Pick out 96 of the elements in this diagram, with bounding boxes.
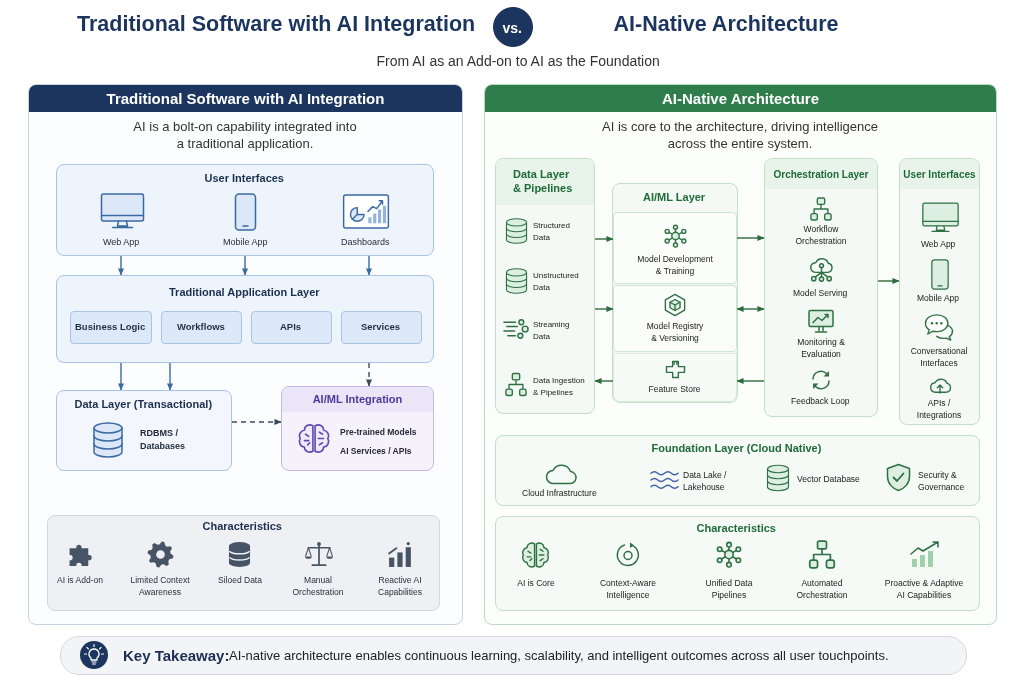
layer-title: AI/ML Layer [643, 190, 707, 205]
arrow [594, 235, 614, 243]
item-label: Pre-trained Models [340, 427, 418, 439]
takeaway-bar [60, 636, 967, 675]
item-label: Model Development & Training [636, 253, 714, 277]
arrow [117, 362, 125, 391]
component-label: APIs [280, 321, 303, 334]
item-label: Web App [103, 237, 141, 249]
component-label: Services [361, 321, 402, 334]
arrow [736, 234, 765, 242]
item-label: Unstructured Data [533, 270, 580, 294]
characteristics-panel [495, 516, 980, 611]
item-label: Data Lake / Lakehouse [683, 469, 728, 493]
component-label: Business Logic [75, 321, 147, 334]
arrow [736, 377, 765, 385]
item-label: Reactive AI Capabilities [377, 574, 423, 598]
versus-label: vs. [502, 19, 523, 38]
layer-title: Characteristics [696, 521, 777, 536]
item-label: Unified Data Pipelines [705, 577, 753, 601]
component-label: Workflows [177, 321, 226, 334]
item-label: AI is Core [516, 577, 556, 589]
panel-header: Traditional Software with AI Integration [29, 85, 462, 112]
layer-panel [56, 164, 434, 256]
component-box [613, 212, 737, 284]
arrow [365, 255, 373, 276]
item-label: Vector Database [797, 473, 861, 485]
arrow [117, 255, 125, 276]
panel-subtitle: AI is core to the architecture, driving intelligence across the entire system. [601, 118, 879, 152]
dashed-arrow [365, 362, 373, 387]
component-box [161, 311, 242, 344]
characteristics-panel [47, 515, 440, 611]
arrow [166, 362, 174, 391]
item-label: Security & Governance [918, 469, 966, 493]
double-arrow [736, 305, 765, 313]
comparison-panel [484, 84, 997, 625]
item-label: Siloed Data [217, 574, 263, 586]
layer-panel [56, 390, 232, 471]
layer-header: AI/ML Integration [282, 387, 433, 412]
layer-panel [495, 158, 595, 414]
side-heading: Traditional Software with AI Integration [77, 11, 477, 38]
layer-title: Foundation Layer (Cloud Native) [651, 441, 823, 456]
item-label: Model Serving [793, 287, 849, 299]
arrow [877, 277, 900, 285]
component-box [613, 353, 737, 402]
layer-title: Traditional Application Layer [169, 285, 321, 300]
item-label: Context-Aware Intelligence [599, 577, 657, 601]
integration-panel [281, 386, 434, 471]
diagram-subtitle: From AI as an Add-on to AI as the Foundation [376, 52, 661, 71]
item-label: Feedback Loop [791, 395, 851, 407]
item-label: APIs / Integrations [916, 397, 962, 421]
layer-panel [764, 158, 878, 417]
item-label: Data Ingestion & Pipelines [533, 375, 586, 399]
item-label: Dashboards [341, 237, 391, 249]
layer-header: Orchestration Layer [765, 159, 877, 189]
item-label: Streaming Data [533, 319, 571, 343]
item-label: Feature Store [648, 383, 702, 395]
comparison-panel [28, 84, 463, 625]
item-label: Monitoring & Evaluation [796, 336, 846, 360]
side-heading: AI-Native Architecture [613, 11, 840, 38]
item-label: Cloud Infrastructure [522, 487, 598, 499]
item-label: Mobile App [223, 237, 269, 249]
layer-title: Characteristics [202, 519, 283, 534]
component-box [70, 311, 152, 344]
item-label: RDBMS / Databases [140, 427, 187, 453]
layer-title: User Interfaces [204, 171, 285, 186]
layer-header: Data Layer & Pipelines [496, 159, 594, 205]
item-label: Automated Orchestration [795, 577, 849, 601]
arrow [594, 305, 614, 313]
item-label: AI Services / APIs [340, 446, 413, 458]
layer-panel [899, 158, 980, 425]
item-label: Proactive & Adaptive AI Capabilities [884, 577, 964, 601]
layer-panel [56, 275, 434, 363]
item-label: Limited Context Awareness [129, 574, 191, 598]
layer-panel [612, 183, 738, 403]
item-label: Structured Data [533, 220, 571, 244]
arrow [241, 255, 249, 276]
panel-subtitle: AI is a bolt-on capability integrated into a traditional application. [132, 118, 358, 152]
item-label: Workflow Orchestration [794, 223, 848, 247]
component-box [341, 311, 422, 344]
layer-header: User Interfaces [900, 159, 979, 189]
component-box [251, 311, 332, 344]
component-box [613, 285, 737, 352]
panel-header: AI-Native Architecture [485, 85, 996, 112]
layer-title: Data Layer (Transactional) [74, 397, 214, 412]
arrow [594, 377, 614, 385]
versus-badge [493, 7, 533, 47]
item-label: Web App [921, 238, 957, 250]
layer-panel [495, 435, 980, 506]
dashed-arrow [231, 418, 282, 426]
item-label: Conversational Interfaces [910, 345, 968, 369]
takeaway-heading: Key Takeaway: [123, 646, 230, 666]
takeaway-text: AI-native architecture enables continuous learning, scalability, and intelligent outcomes across all user touchpoints. [229, 648, 890, 663]
item-label: Model Registry & Versioning [646, 320, 704, 344]
item-label: AI is Add-on [56, 574, 104, 586]
item-label: Manual Orchestration [291, 574, 345, 598]
item-label: Mobile App [917, 292, 961, 304]
